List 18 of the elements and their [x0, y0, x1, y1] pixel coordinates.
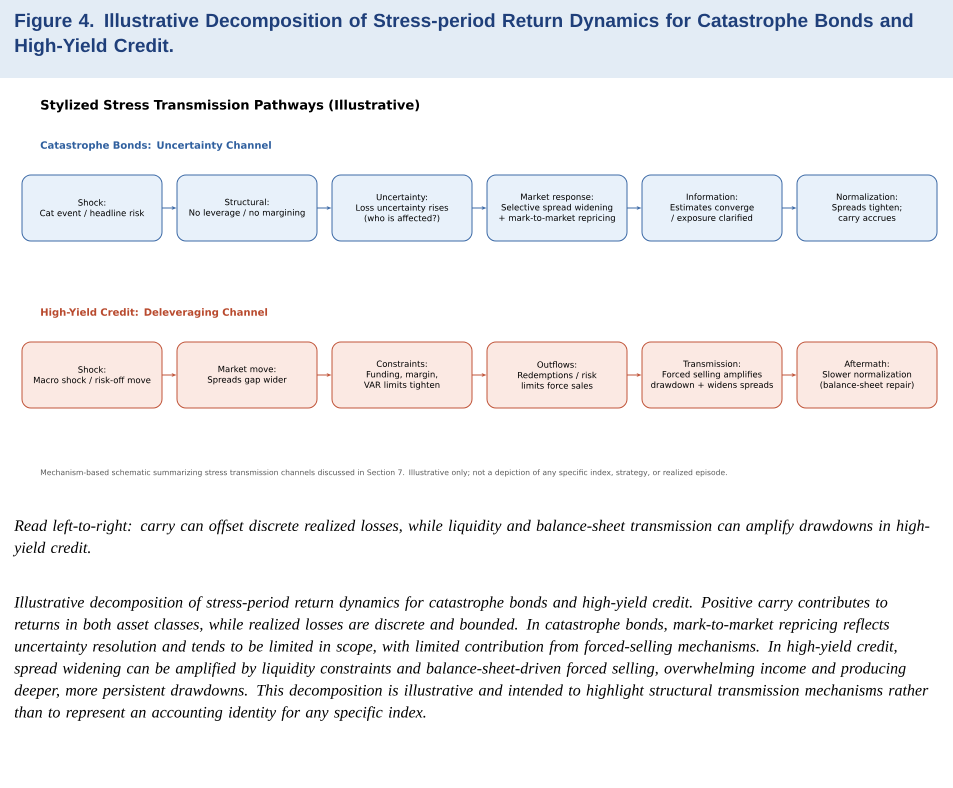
process-box: Market move: Spreads gap wider	[176, 342, 318, 408]
process-box: Shock: Cat event / headline risk	[22, 174, 162, 242]
section-heading: High-Yield Credit: Deleveraging Channel	[41, 308, 268, 318]
process-box: Aftermath: Slower normalization (balance-sheet repair)	[796, 342, 938, 408]
process-box: Information: Estimates converge / exposure clarified	[642, 174, 782, 242]
process-box: Uncertainty: Loss uncertainty rises (who is affected?)	[332, 174, 472, 242]
caption-text: Read left-to-right: carry can offset discrete realized losses, while liquidity and balance-sheet transmission can amplify drawdowns in high-yield credit.	[12, 520, 930, 556]
caption-text: Illustrative decomposition of stress-period return dynamics for catastrophe bonds and high-yield credit. Positive carry contributes to returns in both asset classes, while realized losses are discrete and bounded. In catastrophe bonds, mark-to-market repricing reflects uncertainty resolution and tends to be limited in scope, with limited contribution from forced-selling mechanisms. In high-yield credit, spread widening can be amplified by liquidity constraints and balance-sheet-driven forced selling, overwhelming income and producing deeper, more persistent drawdowns. This decomposition is illustrative and intended to highlight structural transmission mechanisms rather than to represent an accounting identity for any specific index.	[14, 596, 928, 721]
process-box: Constraints: Funding, margin, VAR limits tighten	[332, 342, 472, 408]
process-box: Normalization: Spreads tighten; carry accrues	[796, 174, 938, 242]
process-box: Market response: Selective spread widening + mark-to-market repricing	[486, 174, 628, 242]
title-banner: Figure 4. Illustrative Decomposition of Stress-period Return Dynamics for Catastrophe Bonds and High-Yield Credit.	[0, 0, 953, 78]
process-box: Shock: Macro shock / risk-off move	[22, 342, 162, 408]
process-box: Transmission: Forced selling amplifies drawdown + widens spreads	[642, 342, 782, 408]
process-box: Outflows: Redemptions / risk limits force sales	[486, 342, 628, 408]
process-box: Structural: No leverage / no margining	[176, 174, 318, 242]
section-heading: Catastrophe Bonds: Uncertainty Channel	[40, 141, 271, 151]
diagram-heading: Stylized Stress Transmission Pathways (Illustrative)	[41, 100, 420, 112]
